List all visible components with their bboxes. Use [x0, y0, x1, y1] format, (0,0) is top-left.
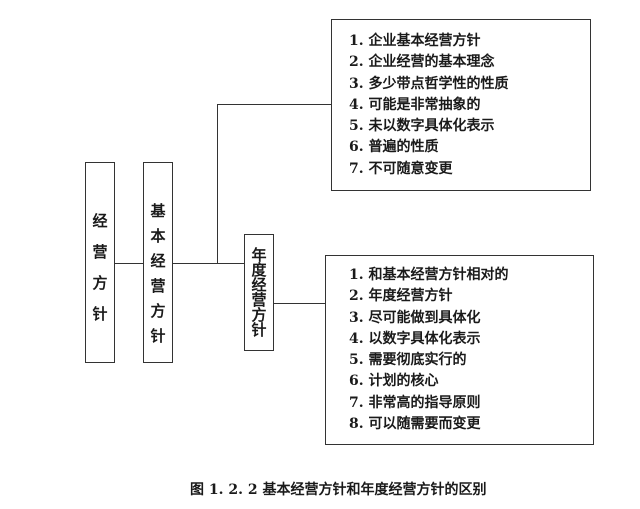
- trait-item: 2. 企业经营的基本理念: [349, 54, 495, 71]
- trait-item: 1. 企业基本经营方针: [349, 33, 481, 49]
- annual-policy-box: 年度经营方针: [244, 234, 274, 351]
- root-label: 经营方针: [86, 210, 114, 324]
- trait-item: 1. 和基本经营方针相对的: [349, 267, 509, 283]
- trait-item: 3. 多少带点哲学性的性质: [349, 75, 509, 92]
- trait-item: 7. 非常高的指导原则: [349, 394, 481, 411]
- basic-traits-list: 1. 企业基本经营方针 2. 企业经营的基本理念 3. 多少带点哲学性的性质 4. 可…: [349, 31, 509, 180]
- label-char: 营: [251, 291, 267, 309]
- trait-item: 4. 可能是非常抽象的: [349, 96, 481, 113]
- label-char: 基: [150, 202, 166, 220]
- figure-caption: 图 1. 2. 2 基本经营方针和年度经营方针的区别: [190, 482, 487, 498]
- label-char: 营: [92, 243, 108, 261]
- label-char: 本: [150, 227, 166, 245]
- trait-item: 5. 需要彻底实行的: [349, 352, 467, 369]
- connector-basic-annual: [172, 263, 244, 264]
- label-char: 营: [150, 277, 166, 295]
- trait-item: 6. 普遍的性质: [349, 139, 439, 156]
- trait-item: 3. 尽可能做到具体化: [349, 309, 481, 326]
- connector-vertical: [217, 104, 218, 263]
- label-char: 经: [251, 276, 267, 294]
- root-box: 经营方针: [85, 162, 115, 363]
- label-char: 针: [251, 321, 267, 339]
- trait-item: 2. 年度经营方针: [349, 288, 453, 305]
- basic-policy-label: 基本经营方针: [144, 200, 172, 346]
- connector-annual-traits: [273, 303, 325, 304]
- label-char: 经: [150, 252, 166, 270]
- connector-root-basic: [114, 263, 143, 264]
- annual-traits-box: 1. 和基本经营方针相对的 2. 年度经营方针 3. 尽可能做到具体化 4. 以数字具…: [325, 255, 594, 445]
- trait-item: 8. 可以随需要而变更: [349, 416, 481, 433]
- label-char: 方: [251, 306, 267, 324]
- label-char: 经: [92, 212, 108, 230]
- label-char: 针: [150, 327, 166, 345]
- annual-traits-list: 1. 和基本经营方针相对的 2. 年度经营方针 3. 尽可能做到具体化 4. 以数字具…: [349, 265, 509, 435]
- connector-to-basic-traits: [217, 104, 331, 105]
- trait-item: 6. 计划的核心: [349, 373, 439, 390]
- label-char: 针: [92, 305, 108, 323]
- label-char: 度: [251, 261, 267, 279]
- trait-item: 7. 不可随意变更: [349, 160, 453, 177]
- annual-policy-label: 年度经营方针: [245, 248, 273, 338]
- trait-item: 4. 以数字具体化表示: [349, 330, 481, 347]
- trait-item: 5. 未以数字具体化表示: [349, 118, 495, 135]
- label-char: 方: [92, 274, 108, 292]
- label-char: 年: [251, 246, 267, 264]
- basic-traits-box: 1. 企业基本经营方针 2. 企业经营的基本理念 3. 多少带点哲学性的性质 4. 可…: [331, 19, 591, 191]
- label-char: 方: [150, 302, 166, 320]
- basic-policy-box: 基本经营方针: [143, 162, 173, 363]
